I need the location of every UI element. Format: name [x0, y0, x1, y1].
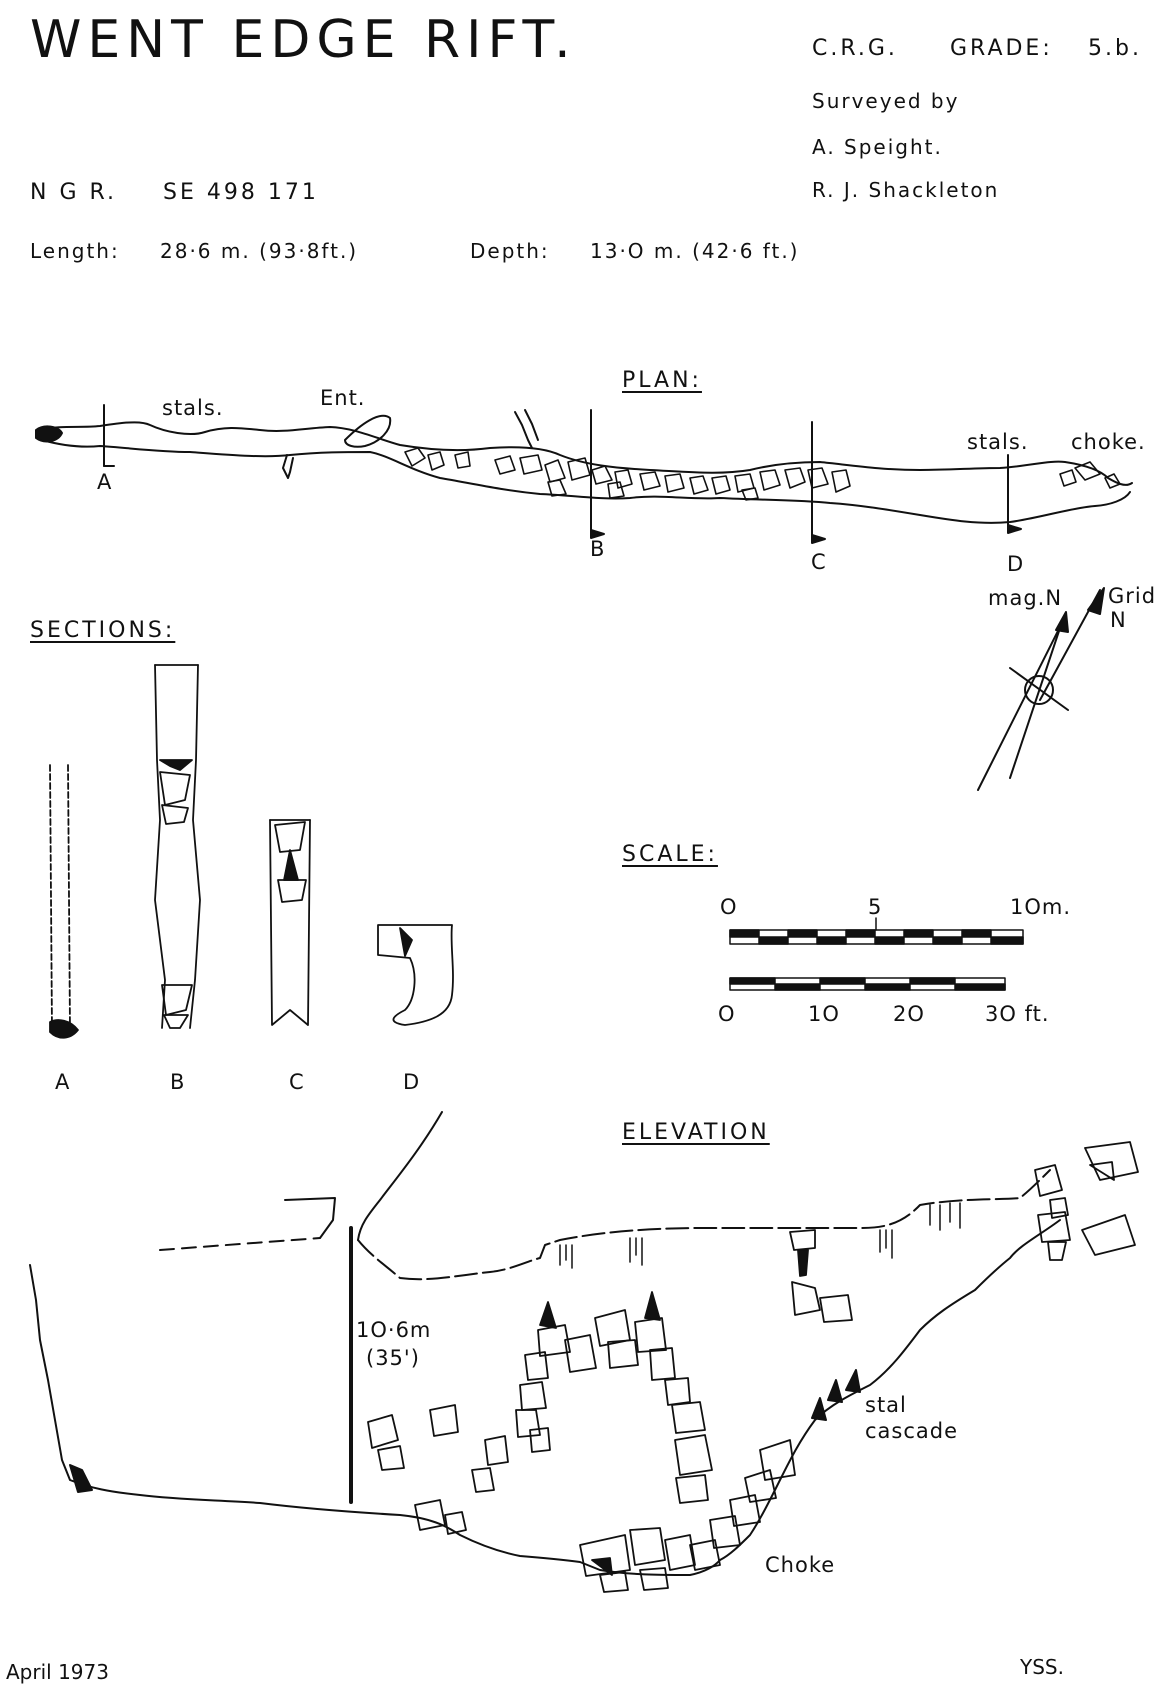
- plan-marker-b: B: [590, 537, 606, 561]
- section-b-drawing: [155, 665, 200, 1028]
- surveyor-1: A. Speight.: [812, 135, 943, 159]
- club-label: C.R.G.: [812, 36, 898, 61]
- grade-value: 5.b.: [1088, 36, 1142, 61]
- elevation-heading: ELEVATION: [622, 1120, 770, 1145]
- plan-label-stals-left: stals.: [162, 396, 224, 420]
- plan-marker-c: C: [811, 550, 827, 574]
- plan-label-entrance: Ent.: [320, 386, 366, 410]
- sections-drawings: [50, 665, 453, 1038]
- ngr-value: SE 498 171: [163, 180, 319, 205]
- mag-north-label: mag.N: [988, 586, 1063, 610]
- elevation-stal-label-1: stal: [865, 1393, 907, 1417]
- plan-label-choke: choke.: [1071, 430, 1146, 454]
- plan-marker-d: D: [1007, 552, 1025, 576]
- plan-boulders: [405, 448, 1120, 500]
- grid-north-label-1: Grid: [1108, 584, 1157, 608]
- plan-section-lines: [104, 405, 1021, 543]
- sections-heading: SECTIONS:: [30, 618, 176, 643]
- plan-heading: PLAN:: [622, 368, 702, 393]
- section-label-d: D: [403, 1070, 421, 1094]
- scale-heading: SCALE:: [622, 842, 718, 867]
- elevation-boulders: [368, 1142, 1138, 1592]
- plan-marker-a: A: [97, 470, 113, 494]
- section-c-drawing: [270, 820, 310, 1025]
- elevation-stal-label-2: cascade: [865, 1419, 959, 1443]
- depth-label: Depth:: [470, 239, 550, 263]
- section-a-drawing: [50, 765, 78, 1038]
- survey-organisation: YSS.: [1020, 1655, 1064, 1679]
- scale-imperial-30: 3O ft.: [985, 1002, 1050, 1026]
- section-d-drawing: [378, 925, 453, 1025]
- section-label-c: C: [289, 1070, 305, 1094]
- plan-outline: [36, 410, 1132, 523]
- surveyor-2: R. J. Shackleton: [812, 178, 1000, 202]
- scale-imperial-20: 2O: [893, 1002, 925, 1026]
- section-label-b: B: [170, 1070, 186, 1094]
- scale-metric-10: 1Om.: [1010, 895, 1072, 919]
- scale-metric-5: 5: [868, 895, 883, 919]
- survey-date: April 1973: [6, 1660, 109, 1684]
- section-label-a: A: [55, 1070, 71, 1094]
- surveyed-by-label: Surveyed by: [812, 89, 960, 113]
- elevation-height-label-1: 1O·6m: [356, 1318, 432, 1342]
- depth-value: 13·O m. (42·6 ft.): [590, 239, 800, 263]
- grid-north-label-2: N: [1110, 608, 1127, 632]
- elevation-choke-label: Choke: [765, 1553, 836, 1577]
- scale-imperial-0: O: [718, 1002, 736, 1026]
- scale-bars: [730, 918, 1023, 990]
- plan-label-stals-right: stals.: [967, 430, 1029, 454]
- grade-label: GRADE:: [950, 36, 1053, 61]
- elevation-drawing: [30, 1112, 1060, 1575]
- length-value: 28·6 m. (93·8ft.): [160, 239, 359, 263]
- north-arrow: [978, 588, 1104, 790]
- scale-metric-0: O: [720, 895, 738, 919]
- ngr-label: N G R.: [30, 180, 117, 205]
- elevation-height-label-2: (35'): [366, 1346, 420, 1370]
- survey-title: WENT EDGE RIFT.: [30, 10, 577, 70]
- length-label: Length:: [30, 239, 120, 263]
- scale-imperial-10: 1O: [808, 1002, 840, 1026]
- entrance-shape: [345, 416, 390, 447]
